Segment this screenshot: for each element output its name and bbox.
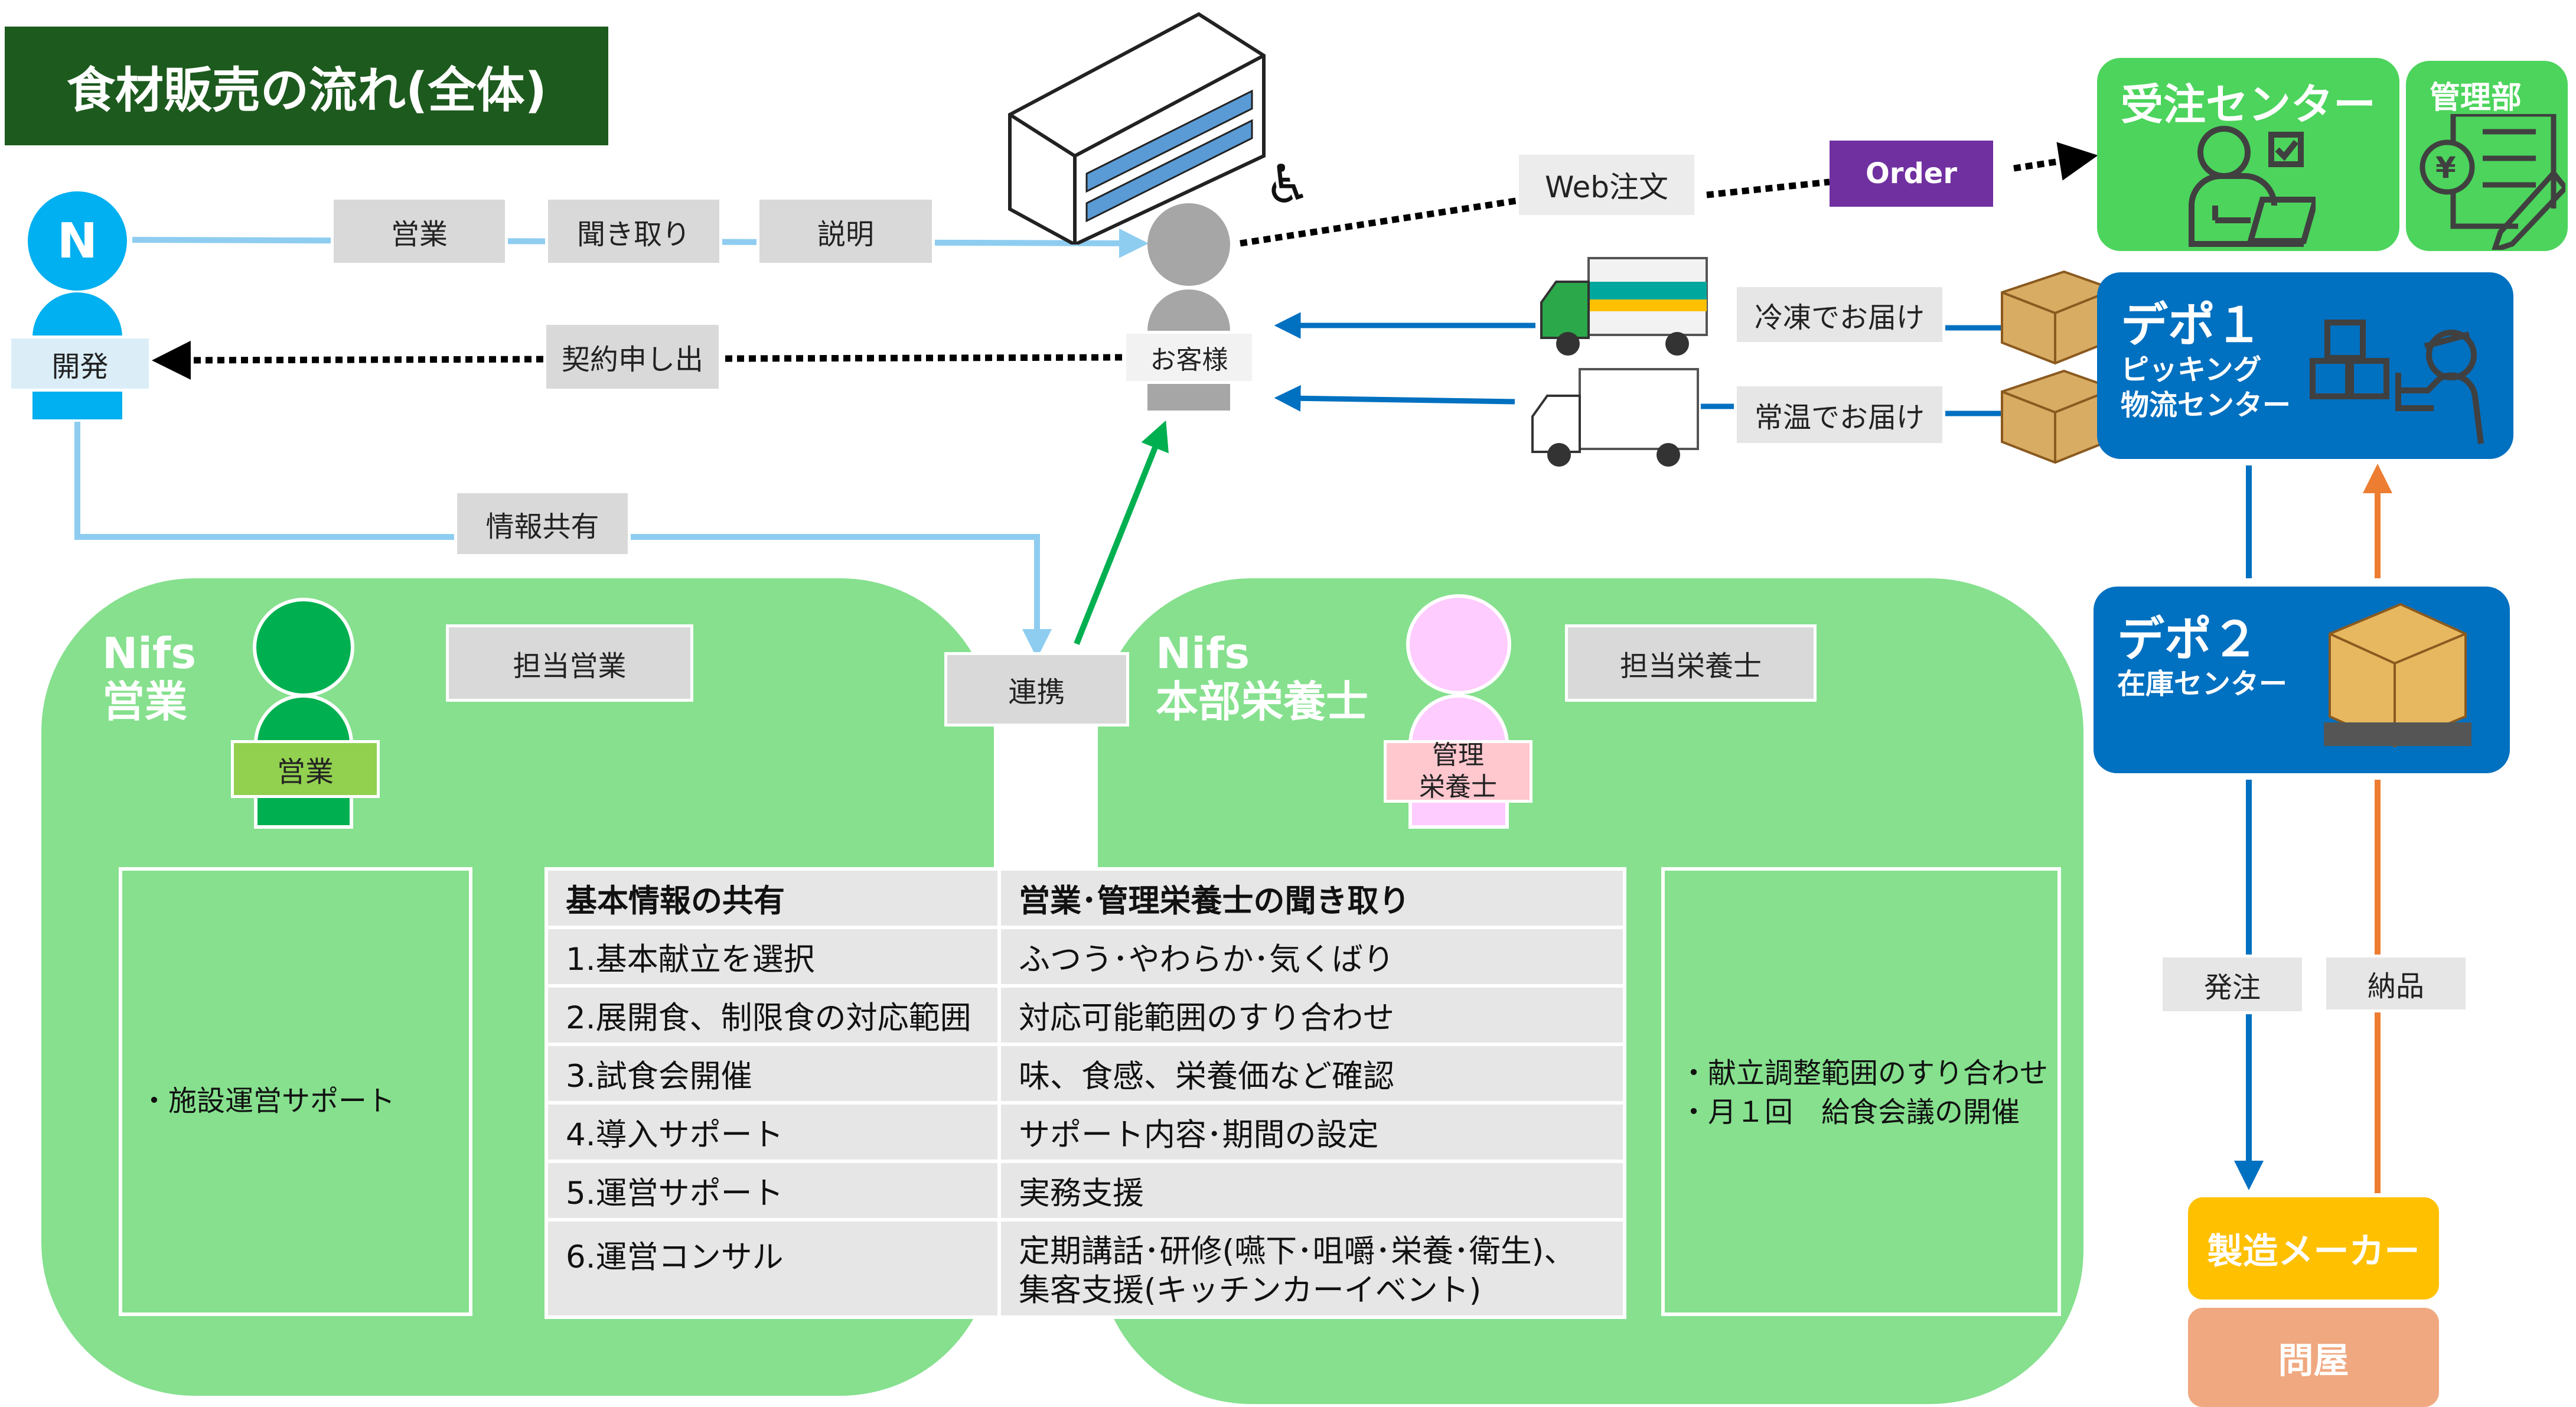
table-cell: 5.運営サポート	[544, 1160, 1001, 1222]
table-row: 4.導入サポートサポート内容･期間の設定	[544, 1101, 1626, 1163]
depot2-line1: 在庫センター	[2117, 667, 2288, 701]
svg-text:¥: ¥	[2435, 151, 2456, 185]
sales-panel: ・施設運営サポート	[119, 867, 472, 1316]
pallet-boxes-icon	[2324, 602, 2471, 748]
table-cell: 6.運営コンサル	[544, 1218, 1001, 1319]
flow-hearing: 聞き取り	[545, 197, 722, 266]
depot2-title: デポ２	[2117, 612, 2259, 667]
info-table: 基本情報の共有営業･管理栄養士の聞き取り 1.基本献立を選択ふつう･やわらか･気…	[544, 867, 1626, 1319]
table-cell: 対応可能範囲のすり合わせ	[997, 984, 1626, 1046]
info-share-label: 情報共有	[454, 490, 631, 557]
table-cell: 3.試食会開催	[544, 1043, 1001, 1105]
flow-explain: 説明	[757, 197, 935, 266]
dietitian-person-head	[1406, 594, 1511, 695]
dietitian-title-line2: 本部栄養士	[1156, 677, 1369, 727]
invoice-yen-icon: ¥	[2420, 114, 2565, 250]
table-cell: 味、食感、栄養価など確認	[997, 1043, 1626, 1105]
table-cell: 実務支援	[997, 1160, 1626, 1222]
table-header-row: 基本情報の共有営業･管理栄養士の聞き取り	[544, 867, 1626, 929]
cardboard-box-icon	[2001, 369, 2115, 464]
wholesaler-box: 問屋	[2188, 1308, 2439, 1407]
web-order-label: Web注文	[1516, 152, 1697, 218]
ambient-delivery-label: 常温でお届け	[1734, 383, 1945, 446]
order-dotted-arrow	[2013, 142, 2098, 181]
contract-label: 契約申し出	[543, 322, 722, 392]
dev-avatar: N	[28, 191, 127, 291]
link-label: 連携	[944, 652, 1129, 727]
ambient-truck-icon	[1531, 368, 1699, 467]
flow-sales: 営業	[331, 197, 508, 266]
cardboard-box-icon	[2001, 270, 2115, 365]
order-place-label: 発注	[2160, 955, 2305, 1014]
table-header: 基本情報の共有	[544, 867, 1001, 929]
dietitian-badge-line1: 管理	[1432, 740, 1484, 770]
operator-laptop-icon	[2189, 126, 2316, 247]
order-center-title: 受注センター	[2121, 80, 2376, 129]
table-cell: サポート内容･期間の設定	[997, 1101, 1626, 1163]
wheelchair-icon: ♿	[1264, 154, 1312, 216]
sales-title-line1: Nifs	[102, 628, 197, 678]
admin-title: 管理部	[2430, 80, 2522, 116]
dietitian-badge: 管理栄養士	[1384, 740, 1532, 803]
table-row: 1.基本献立を選択ふつう･やわらか･気くばり	[544, 926, 1626, 988]
table-row: 2.展開食、制限食の対応範囲対応可能範囲のすり合わせ	[544, 984, 1626, 1046]
table-cell: 4.導入サポート	[544, 1101, 1001, 1163]
sales-badge: 営業	[231, 740, 380, 798]
frozen-delivery-label: 冷凍でお届け	[1734, 284, 1945, 345]
sales-person-head	[253, 598, 354, 697]
ambient-arrow	[1274, 385, 1515, 412]
table-cell: 1.基本献立を選択	[544, 926, 1001, 988]
table-cell: 2.展開食、制限食の対応範囲	[544, 984, 1001, 1046]
table-row: 3.試食会開催味、食感、栄養価など確認	[544, 1043, 1626, 1105]
table-cell-line: 集客支援(キッチンカーイベント)	[1019, 1272, 1482, 1308]
building-icon	[1008, 12, 1266, 245]
customer-label: お客様	[1123, 331, 1255, 384]
dietitian-badge-line2: 栄養士	[1419, 772, 1497, 802]
table-row: 5.運営サポート実務支援	[544, 1160, 1626, 1222]
depot1-title: デポ１	[2121, 298, 2262, 353]
table-cell-line: 定期講話･研修(嚥下･咀嚼･栄養･衛生)、	[1019, 1233, 1576, 1269]
customer-head	[1147, 203, 1230, 286]
order-center-box: 受注センター	[2097, 58, 2399, 251]
sales-panel-text: ・施設運営サポート	[140, 1084, 396, 1118]
depot1-line1: ピッキング	[2121, 353, 2262, 386]
depot2-box: デポ２ 在庫センター	[2094, 587, 2510, 773]
admin-box: 管理部 ¥	[2406, 61, 2568, 251]
picking-worker-icon	[2310, 320, 2484, 444]
sales-title-line2: 営業	[102, 677, 188, 727]
link-arrow	[1074, 420, 1169, 645]
order-button: Order	[1830, 141, 1993, 207]
dev-label: 開発	[8, 336, 152, 392]
maker-box: 製造メーカー	[2188, 1197, 2439, 1299]
table-header: 営業･管理栄養士の聞き取り	[997, 867, 1626, 929]
table-cell: 定期講話･研修(嚥下･咀嚼･栄養･衛生)、集客支援(キッチンカーイベント)	[997, 1218, 1626, 1319]
sales-person-label: 担当営業	[446, 624, 693, 702]
dietitian-panel-line: ・献立調整範囲のすり合わせ	[1680, 1057, 2049, 1090]
table-cell: ふつう･やわらか･気くばり	[997, 926, 1626, 988]
dietitian-title-line1: Nifs	[1156, 628, 1250, 678]
delivery-label: 納品	[2323, 955, 2469, 1012]
dietitian-panel-line: ・月１回 給食会議の開催	[1680, 1096, 2020, 1129]
dietitian-person-label: 担当栄養士	[1565, 624, 1817, 702]
page-title: 食材販売の流れ(全体)	[5, 27, 608, 145]
depot1-box: デポ１ ピッキング 物流センター	[2097, 272, 2513, 459]
dietitian-panel: ・献立調整範囲のすり合わせ・月１回 給食会議の開催	[1661, 867, 2061, 1316]
depot1-line2: 物流センター	[2121, 389, 2291, 422]
freezer-truck-icon	[1540, 257, 1708, 356]
table-row: 6.運営コンサル定期講話･研修(嚥下･咀嚼･栄養･衛生)、集客支援(キッチンカー…	[544, 1218, 1626, 1319]
